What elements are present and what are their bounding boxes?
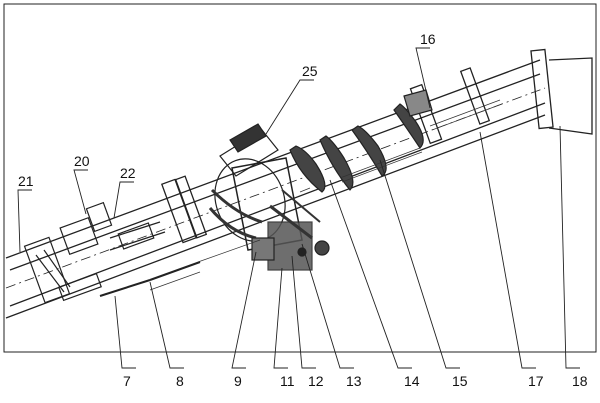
label-13: 13 (346, 373, 362, 389)
label-14: 14 (404, 373, 420, 389)
label-25: 25 (302, 63, 318, 79)
label-7: 7 (123, 373, 131, 389)
label-21: 21 (18, 173, 34, 189)
pipe-assembly (5, 48, 593, 319)
label-8: 8 (176, 373, 184, 389)
label-17: 17 (528, 373, 544, 389)
central-rotary-assembly (208, 123, 330, 271)
leader-lines (17, 47, 580, 369)
label-22: 22 (120, 165, 136, 181)
label-18: 18 (572, 373, 588, 389)
label-9: 9 (234, 373, 242, 389)
label-12: 12 (308, 373, 324, 389)
left-end-frame (23, 201, 201, 304)
drawing-frame (3, 3, 597, 353)
screw-flights (289, 89, 433, 193)
label-11: 11 (280, 373, 295, 389)
label-16: 16 (420, 31, 436, 47)
label-20: 20 (74, 153, 90, 169)
label-15: 15 (452, 373, 468, 389)
hatching (149, 99, 503, 291)
